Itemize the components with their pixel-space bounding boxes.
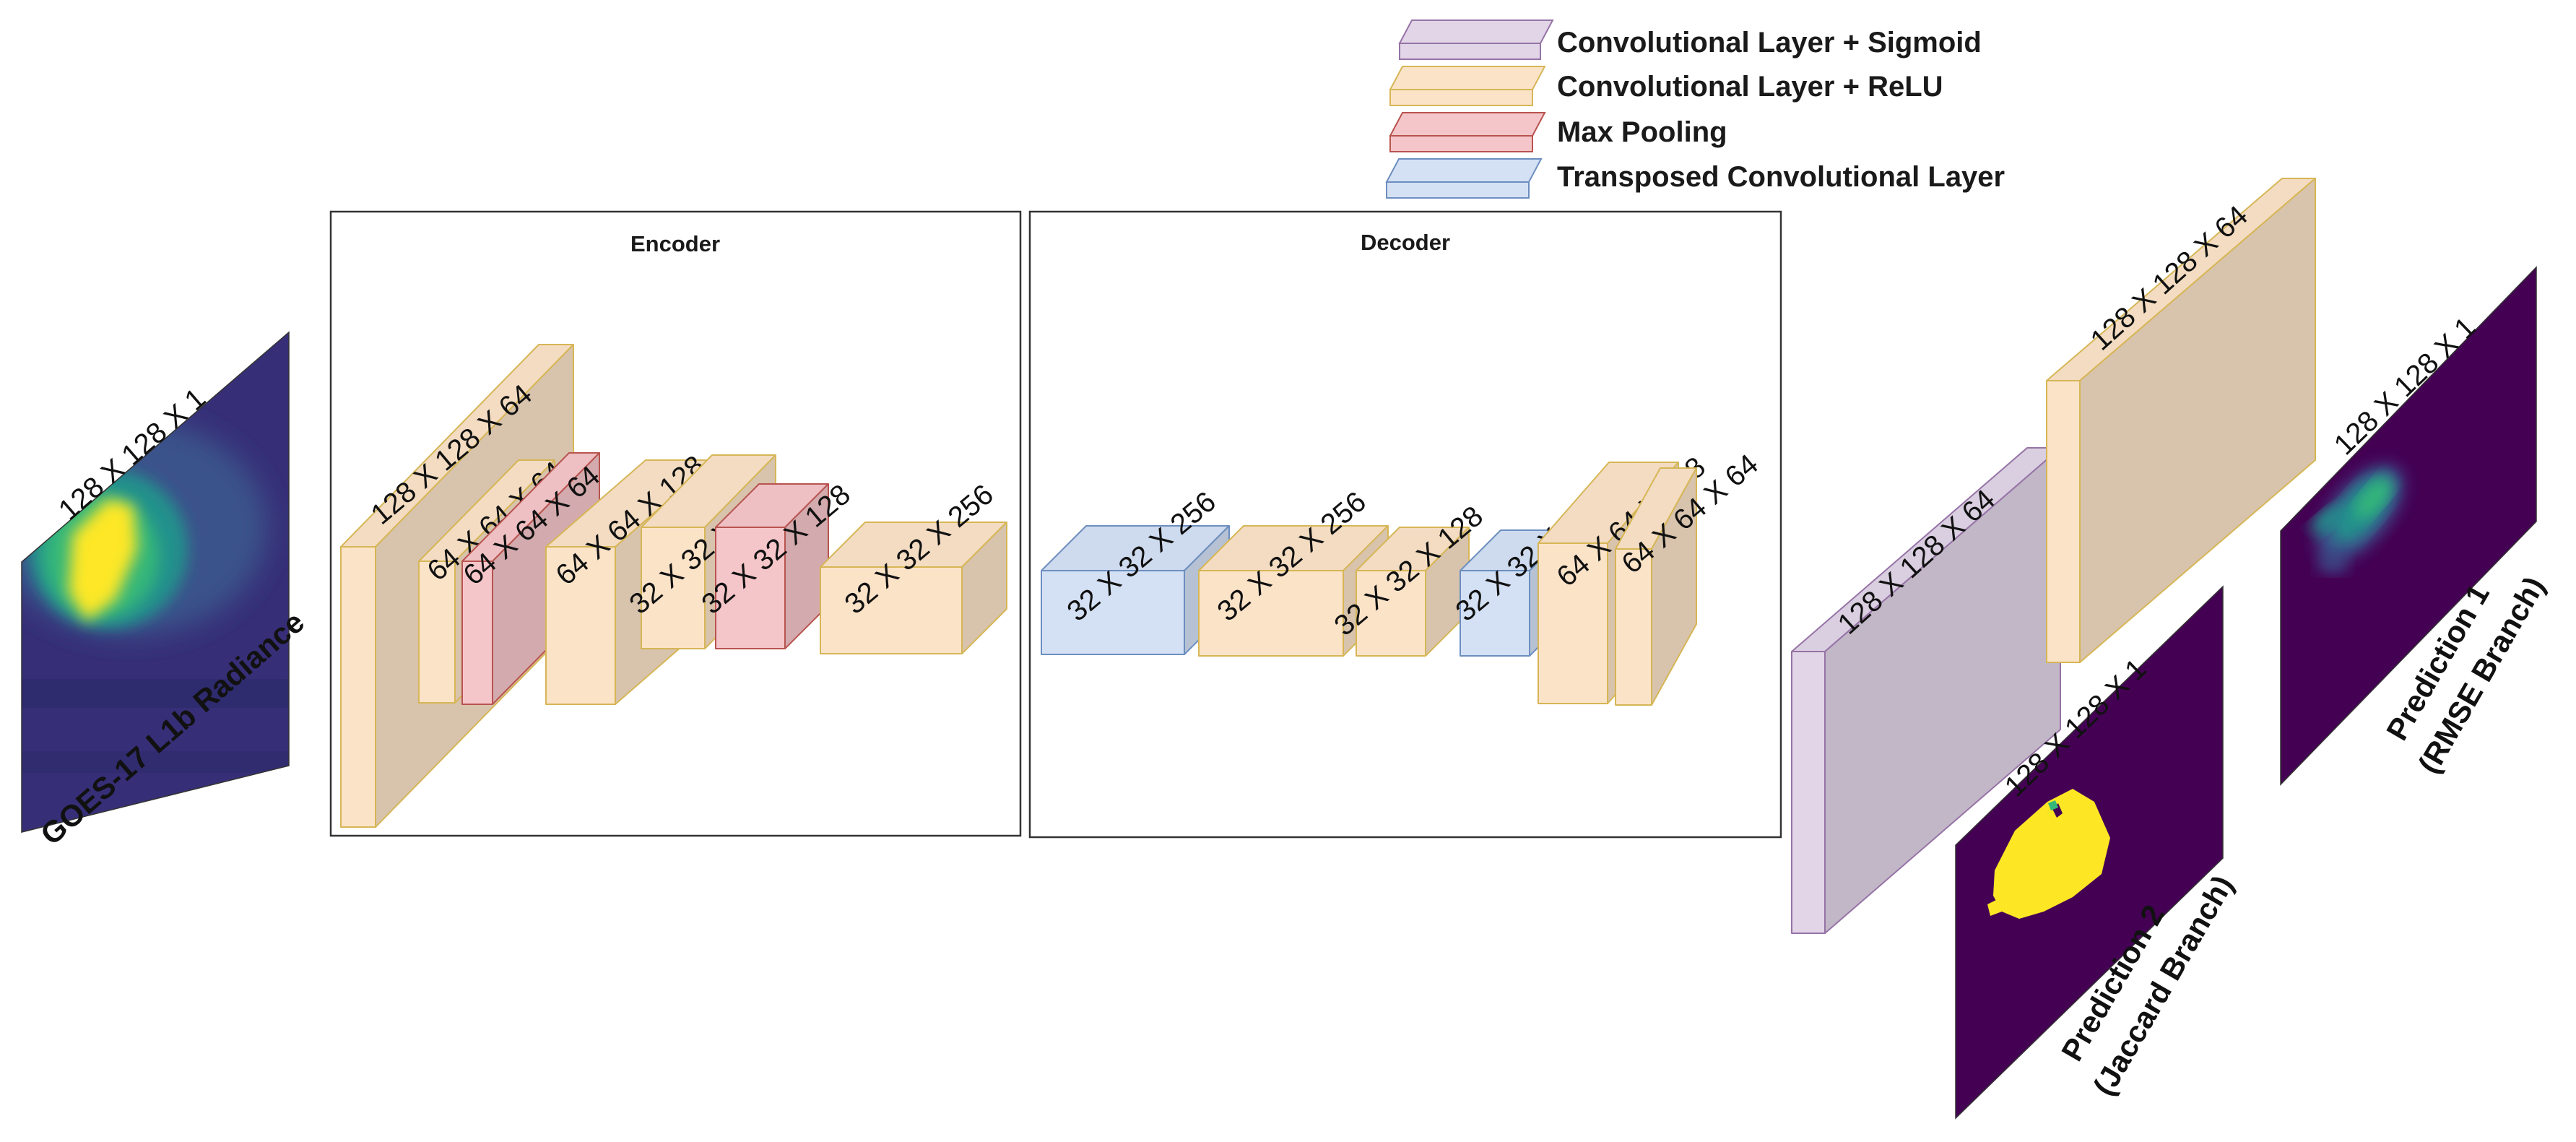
legend-swatch-relu — [1389, 66, 1546, 90]
decoder-title: Decoder — [1361, 230, 1450, 255]
encoder-layer-2-front — [418, 561, 456, 704]
legend-swatch-pool — [1389, 112, 1546, 137]
encoder-layer-6 — [715, 483, 829, 649]
legend-swatch-transposed — [1385, 158, 1543, 183]
encoder-layer-7-front — [820, 566, 963, 654]
legend-item-sigmoid: Convolutional Layer + Sigmoid — [1398, 20, 1982, 60]
encoder-panel: Encoder — [329, 210, 1022, 837]
relu-branch-layer — [2046, 178, 2316, 663]
decoder-layer-2-front — [1198, 570, 1344, 657]
sigmoid-branch-layer — [1791, 447, 2061, 934]
decoder-layer-1-front — [1041, 570, 1185, 655]
sigmoid-branch-layer-front — [1791, 651, 1826, 934]
encoder-layer-7 — [820, 522, 1007, 654]
decoder-layer-3-front — [1356, 570, 1426, 657]
legend-swatch-sigmoid — [1398, 20, 1554, 44]
legend-item-pool: Max Pooling — [1389, 112, 1727, 152]
decoder-layer-6-front — [1615, 548, 1652, 706]
encoder-layer-6-front — [715, 527, 786, 649]
input-image: 128 X 128 X 1 GOES-17 L1b Radiance — [21, 331, 311, 852]
legend-label-sigmoid: Convolutional Layer + Sigmoid — [1557, 27, 1982, 59]
output-rmse: 128 X 128 X 1 Prediction 1 (RMSE Branch) — [2280, 266, 2551, 786]
encoder-layer-3-front — [461, 561, 493, 705]
decoder-layer-6 — [1615, 467, 1697, 706]
legend: Convolutional Layer + Sigmoid Convolutio… — [1385, 20, 2005, 199]
encoder-layer-4-front — [545, 546, 616, 705]
relu-branch-layer-front — [2046, 380, 2081, 663]
encoder-box — [329, 210, 1022, 837]
encoder-title: Encoder — [630, 231, 720, 256]
decoder-panel: Decoder — [1028, 210, 1782, 839]
legend-item-relu: Convolutional Layer + ReLU — [1389, 66, 1943, 106]
legend-label-transposed: Transposed Convolutional Layer — [1557, 161, 2005, 193]
legend-label-relu: Convolutional Layer + ReLU — [1557, 71, 1943, 103]
legend-item-transposed: Transposed Convolutional Layer — [1385, 158, 2005, 199]
decoder-layer-3 — [1356, 527, 1470, 657]
encoder-layer-5-front — [641, 527, 706, 649]
legend-label-pool: Max Pooling — [1557, 116, 1727, 148]
decoder-layer-4-front — [1460, 570, 1530, 657]
decoder-layer-5-front — [1538, 542, 1608, 704]
decoder-box — [1028, 210, 1782, 839]
encoder-layer-1-front — [340, 546, 376, 828]
